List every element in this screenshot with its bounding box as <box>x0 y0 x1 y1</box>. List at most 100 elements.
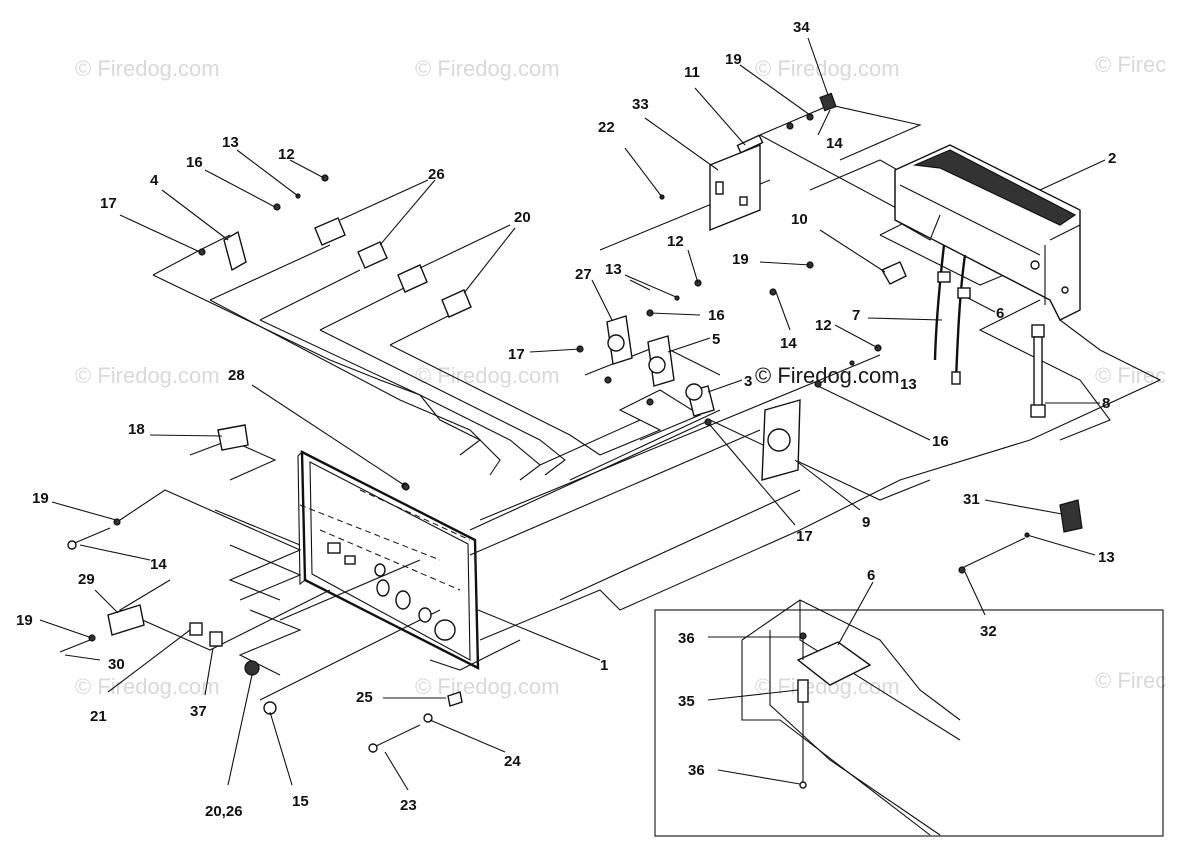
callout: 31 <box>963 491 980 508</box>
callout: 7 <box>852 307 860 324</box>
spacer <box>797 679 809 703</box>
callout: 12 <box>278 146 295 163</box>
watermark: © Firedog.com <box>415 56 560 81</box>
callout: 8 <box>1102 395 1110 412</box>
callout: 19 <box>32 490 49 507</box>
box-hole <box>1061 286 1069 294</box>
small-parts-lower <box>59 527 1026 753</box>
switch <box>314 217 346 246</box>
callout: 20,26 <box>205 803 243 820</box>
watermark: © Firedog.com <box>755 363 900 388</box>
callout: 23 <box>400 797 417 814</box>
panel-cutout <box>344 555 356 565</box>
switch <box>397 264 428 293</box>
watermark: © Firedog.com <box>75 674 220 699</box>
callout: 14 <box>780 335 797 352</box>
callout: 19 <box>725 51 742 68</box>
callout: 35 <box>678 693 695 710</box>
callout: 27 <box>575 266 592 283</box>
callout: 15 <box>292 793 309 810</box>
callout: 13 <box>222 134 239 151</box>
nut <box>447 691 463 707</box>
callout: 13 <box>900 376 917 393</box>
callout: 32 <box>980 623 997 640</box>
callout: 2 <box>1108 150 1116 167</box>
callout: 17 <box>796 528 813 545</box>
callout: 36 <box>688 762 705 779</box>
watermark: © Firedog.com <box>415 674 560 699</box>
callout: 13 <box>605 261 622 278</box>
switch <box>357 241 388 269</box>
fasteners <box>88 113 1030 642</box>
box-hole <box>1030 260 1040 270</box>
callout: 36 <box>678 630 695 647</box>
knob <box>244 660 260 676</box>
panel-hole <box>376 579 390 597</box>
callout: 19 <box>732 251 749 268</box>
watermark: © Firedog.com <box>75 363 220 388</box>
callout: 3 <box>744 373 752 390</box>
callout: 22 <box>598 119 615 136</box>
terminal-block <box>819 92 837 112</box>
meter <box>107 604 145 636</box>
callout: 25 <box>356 689 373 706</box>
callout: 17 <box>100 195 117 212</box>
watermark: © Firec <box>1095 668 1166 693</box>
callout: 37 <box>190 703 207 720</box>
callout: 9 <box>862 514 870 531</box>
callout: 6 <box>996 305 1004 322</box>
control-panel <box>297 450 480 670</box>
callout: 12 <box>815 317 832 334</box>
bolt <box>1030 324 1046 418</box>
callout: 10 <box>791 211 808 228</box>
callout: 24 <box>504 753 521 770</box>
watermark: © Firedog.com <box>415 363 560 388</box>
callout: 21 <box>90 708 107 725</box>
callout: 14 <box>826 135 843 152</box>
watermark: © Firec <box>1095 363 1166 388</box>
center-watermark: © Firedog.com <box>755 363 900 388</box>
switch <box>441 289 472 318</box>
callout: 16 <box>708 307 725 324</box>
watermark: © Firedog.com <box>755 56 900 81</box>
panel-hole <box>434 619 456 641</box>
callout: 6 <box>867 567 875 584</box>
washer <box>263 701 277 715</box>
callout: 18 <box>128 421 145 438</box>
callout: 14 <box>150 556 167 573</box>
callout: 34 <box>793 19 810 36</box>
switches <box>314 217 472 318</box>
panel-cutout <box>327 542 341 554</box>
callout: 30 <box>108 656 125 673</box>
callout: 4 <box>150 172 159 189</box>
fuse <box>736 134 764 154</box>
small-parts-upper <box>709 92 1083 533</box>
callout: 16 <box>932 433 949 450</box>
inset-detail <box>654 599 1164 837</box>
callout: 16 <box>186 154 203 171</box>
connector <box>189 622 203 636</box>
callout-labels: 34 19 11 33 22 2 14 10 12 19 13 27 16 5 … <box>16 19 1116 820</box>
callout: 1 <box>600 657 608 674</box>
leads <box>933 244 971 385</box>
wiring-lines <box>118 104 1162 701</box>
leader-lines <box>39 37 1106 791</box>
callout: 17 <box>508 346 525 363</box>
callout: 13 <box>1098 549 1115 566</box>
outlet <box>223 230 247 272</box>
receptacle <box>217 424 249 451</box>
screw <box>368 743 378 753</box>
cover-plate <box>796 641 872 686</box>
callout: 11 <box>684 64 700 81</box>
connector <box>209 631 223 647</box>
watermark: © Firedog.com <box>75 56 220 81</box>
callout: 26 <box>428 166 445 183</box>
callout: 20 <box>514 209 531 226</box>
terminal-strip <box>1059 499 1083 533</box>
panel-hole <box>395 590 411 610</box>
watermark: © Firec <box>1095 52 1166 77</box>
callout: 33 <box>632 96 649 113</box>
callout: 19 <box>16 612 33 629</box>
panel-hole <box>418 607 432 623</box>
